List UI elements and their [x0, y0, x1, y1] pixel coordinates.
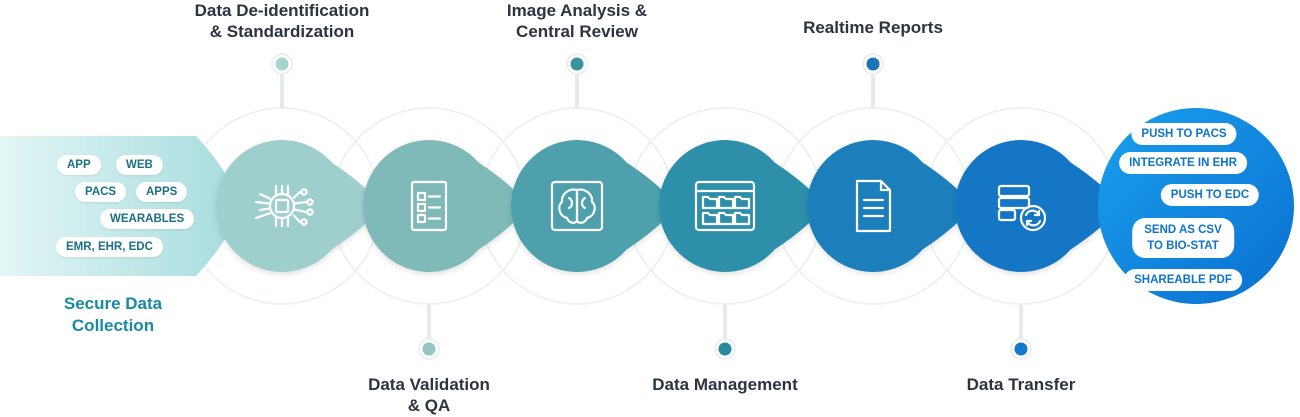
stage-connectors [271, 53, 1032, 360]
stage-shape-folders-window [659, 140, 826, 272]
source-chip-web: WEB [116, 155, 163, 175]
output-chip-push-to-edc: PUSH TO EDC [1160, 184, 1260, 206]
dot-folders-window [718, 342, 732, 356]
stage-shape-chip-circuit [216, 140, 383, 273]
document-icon [855, 179, 892, 233]
dot-chip-circuit [275, 57, 289, 71]
source-chip-wearables: WEARABLES [100, 209, 195, 229]
stage-shapes [216, 140, 1122, 273]
dot-document [866, 57, 880, 71]
stage-label-data-transfer: Data Transfer [966, 375, 1076, 394]
dot-server-sync [1014, 342, 1028, 356]
stage-label-validation: Data Validation & QA [368, 375, 490, 415]
stage-label-image-analysis: Image Analysis & Central Review [506, 1, 648, 41]
stage-label-deidentification: Data De-identification & Standardization [194, 1, 370, 41]
output-chip-send-as-csv: SEND AS CSV TO BIO-STAT [1132, 218, 1234, 258]
dot-brain [570, 57, 584, 71]
source-chip-apps: APPS [136, 182, 188, 202]
output-chip-integrate-in-ehr: INTEGRATE IN EHR [1119, 152, 1247, 174]
source-title: Secure Data Collection [63, 294, 163, 335]
output-chip-shareable-pdf: SHAREABLE PDF [1124, 269, 1242, 291]
chip-circuit-icon [254, 184, 314, 228]
server-sync-icon [997, 184, 1047, 232]
brain-icon [550, 180, 604, 232]
source-chip-pacs: PACS [75, 182, 127, 202]
dot-checklist [422, 342, 436, 356]
output-chip-push-to-pacs: PUSH TO PACS [1131, 123, 1237, 145]
stage-label-data-management: Data Management [652, 375, 798, 394]
folders-window-icon [694, 180, 756, 232]
checklist-icon [410, 180, 448, 232]
source-chip-emr-ehr-edc: EMR, EHR, EDC [56, 237, 163, 257]
stage-label-realtime-reports: Realtime Reports [803, 18, 943, 37]
source-chip-app: APP [57, 155, 101, 175]
